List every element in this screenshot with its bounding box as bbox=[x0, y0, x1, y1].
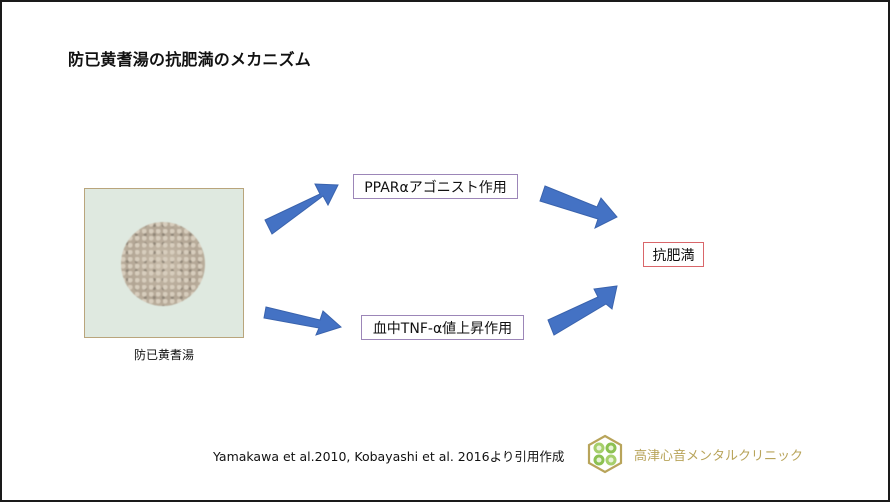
herbal-granules-image bbox=[84, 188, 244, 338]
citation: Yamakawa et al.2010, Kobayashi et al. 20… bbox=[213, 449, 565, 464]
granule-pile bbox=[121, 222, 205, 306]
clover-hexagon-icon bbox=[587, 434, 623, 474]
clinic-name: 高津心音メンタルクリニック bbox=[634, 449, 804, 464]
node-anti-obesity: 抗肥満 bbox=[643, 242, 704, 267]
arrow-icon bbox=[263, 306, 342, 336]
arrow-icon bbox=[264, 183, 339, 235]
node-tnf-alpha: 血中TNF-α値上昇作用 bbox=[361, 315, 524, 340]
arrow-icon bbox=[547, 285, 618, 336]
slide-title: 防已黄耆湯の抗肥満のメカニズム bbox=[68, 50, 312, 69]
node-ppar-agonist: PPARαアゴニスト作用 bbox=[353, 174, 518, 199]
arrow-icon bbox=[539, 185, 618, 229]
image-caption: 防已黄耆湯 bbox=[133, 348, 194, 362]
